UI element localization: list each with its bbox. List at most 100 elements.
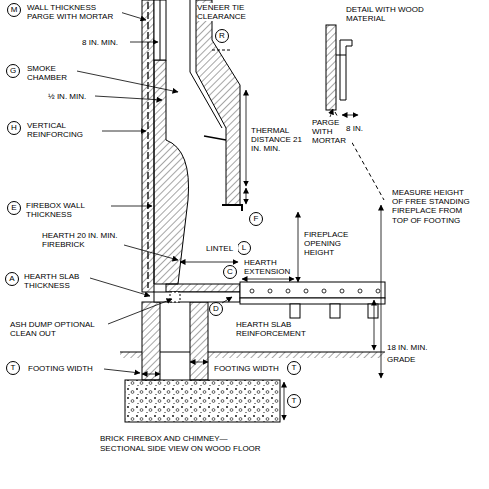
- leader-lines: [72, 70, 178, 92]
- hearth-slab: [290, 304, 300, 318]
- callout-text: D: [213, 305, 219, 313]
- callout-text: R: [219, 32, 225, 40]
- callout-letter: R: [215, 29, 229, 43]
- callout-label: SMOKE CHAMBER: [27, 64, 77, 82]
- rebar-dot: [268, 289, 272, 293]
- callout-text: G: [10, 67, 16, 75]
- callout-label: HEARTH EXTENSION: [244, 258, 296, 276]
- dimension-lines: [374, 300, 375, 350]
- masonry: [154, 60, 189, 284]
- dimension-lines: [190, 362, 208, 363]
- grade: [120, 352, 385, 358]
- lintel-damper: [204, 136, 242, 211]
- leader-lines: [222, 297, 232, 303]
- lintel-damper: [204, 136, 226, 140]
- callout-label: DETAIL WITH WOOD MATERIAL: [346, 5, 426, 23]
- hearth-rebar: [250, 289, 380, 293]
- hearth-slab: [154, 282, 385, 318]
- callout-letter: T: [287, 361, 301, 375]
- callout-text: T: [11, 364, 16, 372]
- callout-text: A: [9, 275, 14, 283]
- callout-label: FIREPLACE OPENING HEIGHT: [304, 230, 364, 258]
- flue-liner: [190, 72, 222, 128]
- rebar-dot: [286, 289, 290, 293]
- callout-label: WALL THICKNESS PARGE WITH MORTAR: [27, 3, 122, 21]
- leader-lines: [104, 369, 140, 373]
- hearth-slab: [240, 282, 385, 298]
- hearth-slab: [240, 298, 385, 304]
- dimension-lines: [298, 212, 299, 282]
- callout-letter: H: [7, 121, 21, 135]
- callout-label: VERTICAL REINFORCING: [27, 121, 102, 139]
- wood-detail: [212, 25, 384, 200]
- callout-text: T: [292, 364, 297, 372]
- callout-text: C: [227, 268, 233, 276]
- flue-liner: [160, 0, 161, 60]
- wood-detail: [212, 50, 232, 51]
- leader-lines: [124, 245, 178, 260]
- leader-lines: [330, 109, 333, 117]
- callout-label: LINTEL: [206, 244, 238, 253]
- callout-label: THERMAL DISTANCE 21 IN. MIN.: [251, 126, 313, 154]
- hearth-slab: [368, 304, 378, 318]
- rebar-dot: [340, 289, 344, 293]
- callout-text: H: [11, 124, 17, 132]
- dimension-lines: [246, 188, 247, 204]
- footing: [125, 380, 280, 422]
- callout-label: 8 IN. MIN.: [82, 38, 128, 47]
- dimension-lines: [142, 374, 160, 375]
- callout-label: ASH DUMP OPTIONAL CLEAN OUT: [10, 320, 105, 338]
- callout-letter: G: [6, 64, 20, 78]
- lintel-damper: [222, 205, 242, 211]
- callout-text: T: [292, 397, 297, 405]
- callout-text: F: [254, 215, 259, 223]
- callout-label: HEARTH SLAB REINFORCEMENT: [236, 320, 346, 338]
- callout-text: M: [11, 6, 18, 14]
- leader-lines: [108, 299, 172, 324]
- masonry: [142, 0, 240, 380]
- callout-label: FOOTING WIDTH: [214, 364, 286, 373]
- masonry: [166, 284, 240, 292]
- vertical-reinforcing: [147, 2, 148, 288]
- leader-lines: [130, 42, 158, 43]
- callout-text: L: [242, 244, 246, 252]
- flue-liner: [190, 0, 191, 72]
- dimension-lines: [284, 382, 285, 420]
- hearth-slab: [330, 304, 340, 318]
- dimension-lines: [242, 279, 294, 280]
- dimension-lines: [142, 90, 381, 420]
- callout-letter: L: [237, 241, 251, 255]
- leader-lines: [72, 9, 333, 373]
- wood-detail: [340, 40, 352, 100]
- rebar-dot: [322, 289, 326, 293]
- callout-letter: A: [5, 272, 19, 286]
- callout-letter: T: [287, 394, 301, 408]
- wood-detail: [326, 25, 336, 110]
- rebar-dot: [358, 289, 362, 293]
- callout-label: HEARTH SLAB THICKNESS: [24, 272, 90, 290]
- masonry: [142, 0, 154, 292]
- callout-letter: M: [7, 3, 21, 17]
- grade: [208, 352, 385, 358]
- figure-caption: BRICK FIREBOX AND CHIMNEY— SECTIONAL SID…: [100, 434, 272, 453]
- callout-letter: T: [6, 361, 20, 375]
- wood-detail: [336, 55, 346, 56]
- callout-letter: D: [209, 302, 223, 316]
- leader-lines: [95, 96, 162, 100]
- vertical-reinforcing: [147, 2, 148, 288]
- callout-letter: F: [249, 212, 263, 226]
- dimension-lines: [246, 90, 247, 186]
- dimension-lines: [342, 115, 358, 116]
- callout-label: 18 IN. MIN.: [387, 343, 447, 352]
- grade: [120, 352, 142, 358]
- masonry: [196, 0, 240, 205]
- grade: [160, 352, 190, 353]
- dimension-lines: [180, 262, 238, 263]
- callout-label: ½ IN. MIN.: [48, 92, 94, 101]
- callout-label: HEARTH 20 IN. MIN. FIREBRICK: [42, 231, 124, 249]
- callout-label: VENEER TIE CLEARANCE: [197, 3, 259, 21]
- rebar-dot: [304, 289, 308, 293]
- hearth-slab: [154, 292, 240, 302]
